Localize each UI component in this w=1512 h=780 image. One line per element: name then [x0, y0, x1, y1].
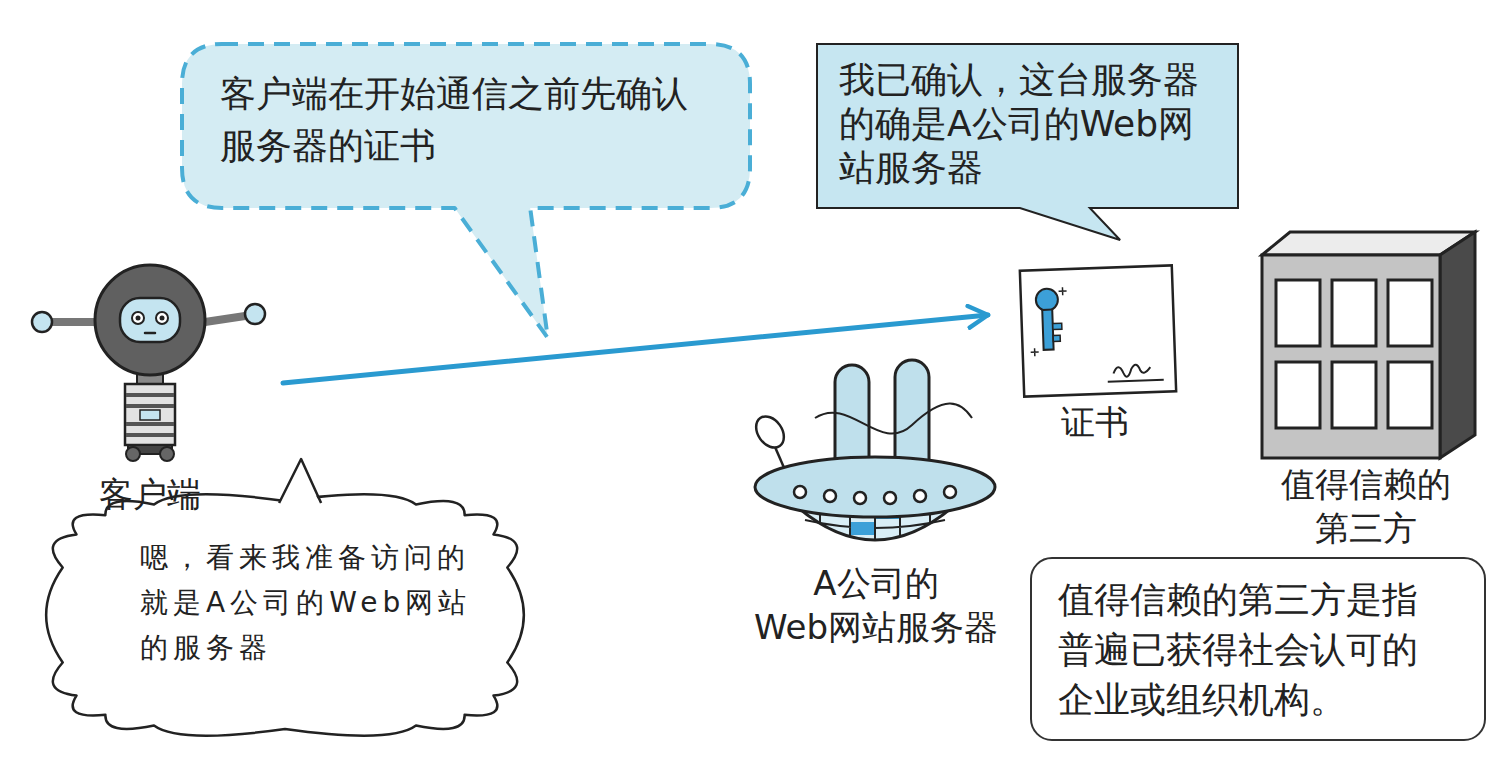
robot-mouth — [145, 332, 155, 335]
bubble-outline — [817, 44, 1238, 240]
text-line: 企业或组织机构。 — [1058, 675, 1418, 725]
signature — [1107, 364, 1164, 382]
cloud-tail — [279, 459, 321, 503]
robot-eye — [132, 312, 144, 324]
robot-head — [95, 265, 205, 375]
bowl-cell — [851, 522, 874, 535]
certificate-paper — [1020, 265, 1176, 396]
bubble-text: 客户端在开始通信之前先确认 服务器的证书 — [220, 68, 688, 172]
saucer-light — [824, 490, 836, 502]
text-line: 的服务器 — [140, 625, 471, 670]
certificate-figure — [1020, 265, 1176, 396]
building-window — [1388, 280, 1432, 346]
sparkle — [1028, 287, 1068, 356]
robot-wheel — [160, 447, 174, 461]
saucer-light — [794, 486, 806, 498]
text-line: 客户端 — [99, 472, 201, 516]
robot-figure — [32, 265, 265, 461]
saucer-light — [884, 492, 896, 504]
note-box: 值得信赖的第三方是指 普遍已获得社会认可的 企业或组织机构。 — [1030, 557, 1486, 741]
text-block: 值得信赖的 第三方 — [1281, 462, 1451, 550]
robot-stripe — [126, 433, 174, 437]
text-line: 客户端在开始通信之前先确认 — [220, 68, 688, 120]
arrow-connector — [283, 315, 988, 383]
robot-arm — [52, 318, 95, 326]
text-line: 第三方 — [1281, 506, 1451, 550]
robot-stripe — [126, 393, 174, 397]
robot-panel — [140, 410, 160, 420]
speech-bubble: 客户端在开始通信之前先确认 服务器的证书 — [182, 44, 750, 208]
text-line: 嗯，看来我准备访问的 — [140, 535, 471, 580]
server-loop — [815, 403, 972, 433]
cloud-outline — [46, 494, 524, 735]
building-window — [1276, 280, 1320, 346]
robot-pupil — [160, 316, 165, 321]
text-block: 我已确认，这台服务器 的确是A公司的Web网 站服务器 — [839, 58, 1199, 190]
certificate-figure: 证书 — [1010, 262, 1180, 450]
text-line: A公司的 — [754, 561, 998, 605]
server-saucer — [755, 457, 995, 517]
key-icon — [1053, 335, 1060, 341]
bubble-text: 嗯，看来我准备访问的 就是A公司的Web网站 的服务器 — [140, 535, 471, 670]
cloud-tail — [273, 459, 325, 517]
server-figure — [750, 360, 995, 540]
text-line: 服务器的证书 — [220, 120, 688, 172]
building-side — [1440, 232, 1475, 458]
antenna-dish — [750, 411, 789, 453]
bubble-text: 我已确认，这台服务器 的确是A公司的Web网 站服务器 — [839, 58, 1199, 190]
robot-hand — [245, 304, 265, 324]
bubble-text: 值得信赖的第三方是指 普遍已获得社会认可的 企业或组织机构。 — [1058, 575, 1418, 725]
text-line: 就是A公司的Web网站 — [140, 580, 471, 625]
robot-hand — [32, 312, 52, 332]
building-front — [1262, 255, 1440, 458]
text-block: 证书 — [1061, 400, 1129, 444]
key-icon — [1036, 288, 1059, 311]
text-line: 证书 — [1061, 400, 1129, 444]
text-line: 值得信赖的 — [1281, 462, 1451, 506]
building-window — [1388, 362, 1432, 428]
robot-wheel — [126, 447, 140, 461]
saucer-light — [944, 486, 956, 498]
text-block: 客户端 — [99, 472, 201, 516]
text-block: 值得信赖的第三方是指 普遍已获得社会认可的 企业或组织机构。 — [1058, 575, 1418, 725]
saucer-light — [854, 492, 866, 504]
text-line: 站服务器 — [839, 146, 1199, 190]
text-block: 嗯，看来我准备访问的 就是A公司的Web网站 的服务器 — [140, 535, 471, 670]
text-block: 客户端在开始通信之前先确认 服务器的证书 — [220, 68, 688, 172]
building-window — [1276, 362, 1320, 428]
robot-pupil — [136, 316, 141, 321]
server-figure: A公司的 Web网站服务器 — [745, 352, 1007, 652]
text-block: A公司的 Web网站服务器 — [754, 561, 998, 649]
text-line: Web网站服务器 — [754, 605, 998, 649]
figure-label: 值得信赖的 第三方 — [1281, 462, 1451, 550]
building-window — [1332, 362, 1376, 428]
robot-stripe — [126, 422, 174, 426]
key-icon — [1042, 310, 1053, 350]
building-figure — [1262, 232, 1475, 458]
robot-arm — [205, 316, 245, 322]
robot-body — [125, 384, 175, 445]
figure-label: A公司的 Web网站服务器 — [754, 561, 998, 649]
speech-bubble: 我已确认，这台服务器 的确是A公司的Web网 站服务器 — [817, 44, 1238, 208]
building-window — [1332, 280, 1376, 346]
robot-face — [120, 298, 180, 342]
robot-eye — [156, 312, 168, 324]
saucer-light — [914, 490, 926, 502]
third-party-figure: 值得信赖的 第三方 — [1250, 226, 1482, 556]
key-icon — [1053, 323, 1062, 329]
figure-label: 客户端 — [99, 472, 201, 516]
text-line: 值得信赖的第三方是指 — [1058, 575, 1418, 625]
text-line: 普遍已获得社会认可的 — [1058, 625, 1418, 675]
text-line: 我已确认，这台服务器 — [839, 58, 1199, 102]
bubble-outline — [182, 44, 750, 338]
client-figure: 客户端 — [30, 236, 270, 518]
figure-label: 证书 — [1061, 400, 1129, 444]
text-line: 的确是A公司的Web网 — [839, 102, 1199, 146]
robot-stripe — [126, 404, 174, 408]
